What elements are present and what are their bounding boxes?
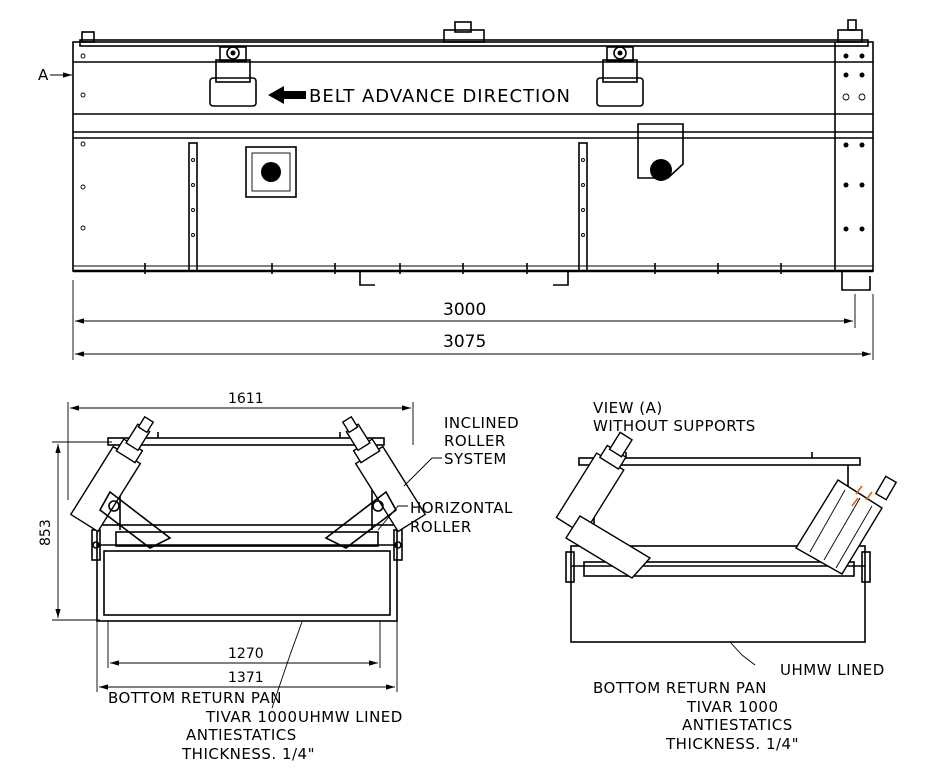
view-a-roller-right (795, 475, 898, 575)
pan-note-leader-left (271, 621, 303, 709)
view-a-title-2: WITHOUT SUPPORTS (593, 417, 756, 435)
pan-note-right-3: TIVAR 1000 (686, 698, 779, 716)
dim-overall-length: 3075 (443, 332, 486, 352)
pan-note-right-2: BOTTOM RETURN PAN (593, 679, 767, 697)
pan-note-left-1: BOTTOM RETURN PAN (108, 689, 282, 707)
base-bolts (144, 263, 871, 291)
view-marker-label: A (38, 66, 49, 84)
dim-overall-width: 1611 (228, 391, 264, 407)
callout-inclined-3: SYSTEM (444, 450, 507, 468)
belt-direction-label: BELT ADVANCE DIRECTION (309, 86, 571, 107)
pan-note-left-5: THICKNESS. 1/4" (181, 745, 315, 763)
pan-note-right-5: THICKNESS. 1/4" (665, 735, 799, 753)
callout-inclined-leader (403, 457, 442, 487)
end-view-with-supports: 1611 853 (38, 391, 519, 763)
view-a-title-1: VIEW (A) (593, 399, 663, 417)
view-a-roller-left (555, 431, 634, 536)
side-elevation-view: BELT ADVANCE DIRECTION A (38, 19, 874, 360)
belt-direction-arrow-icon (268, 86, 306, 104)
view-a-without-supports: VIEW (A) WITHOUT SUPPORTS (555, 399, 898, 753)
inclined-roller-left (69, 415, 155, 533)
callout-horizontal-1: HORIZONTAL (410, 499, 513, 517)
callout-horizontal-leader (377, 505, 408, 531)
dim-overall-height: 853 (38, 519, 54, 546)
frame-bolt-holes (80, 53, 866, 232)
callout-horizontal-2: ROLLER (410, 518, 472, 536)
dim-pan-outer-width: 1371 (228, 670, 264, 686)
roller-flange-right (637, 123, 684, 181)
stiffener-left (188, 142, 198, 272)
view-a-roller-body-left (565, 515, 652, 579)
pan-note-left-3: UHMW LINED (298, 708, 403, 726)
roller-frame-left (98, 490, 172, 549)
dim-inner-length: 3000 (443, 300, 486, 320)
inclined-roller-right (341, 415, 427, 533)
drive-motor-right (596, 46, 644, 107)
pan-note-right-1: UHMW LINED (780, 661, 885, 679)
pan-note-left-2: TIVAR 1000 (205, 708, 298, 726)
pan-note-leader-right (729, 641, 756, 666)
callout-inclined-1: INCLINED (444, 414, 519, 432)
dim-pan-inner-width: 1270 (228, 646, 264, 662)
roller-frame-right (324, 490, 398, 549)
pan-note-right-4: ANTIESTATICS (682, 716, 793, 734)
drive-motor-left (209, 46, 257, 107)
pan-note-left-4: ANTIESTATICS (186, 726, 297, 744)
callout-inclined-2: ROLLER (444, 432, 506, 450)
length-dimensions: 3000 3075 (72, 280, 874, 360)
roller-flange-left (245, 146, 297, 198)
stiffener-right (578, 142, 588, 272)
